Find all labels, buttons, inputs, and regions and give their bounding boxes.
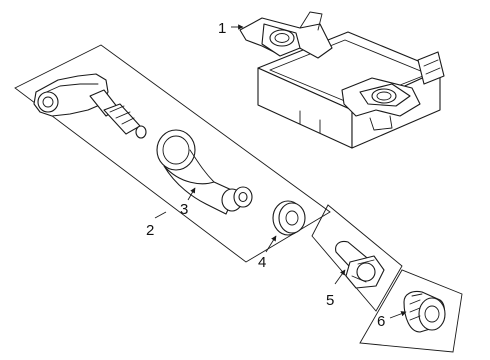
group-frame-2 (14, 44, 331, 263)
leader-4 (265, 235, 277, 253)
tpms-sensor (33, 73, 147, 139)
valve-cap-hex (335, 240, 385, 289)
leader-3 (187, 187, 196, 201)
leader-2 (154, 211, 167, 219)
callout-3: 3 (180, 201, 188, 218)
group-frame-6 (359, 269, 463, 353)
valve-stem (156, 129, 253, 215)
callout-2: 2 (146, 222, 154, 239)
leader-5 (334, 269, 346, 285)
callout-4: 4 (258, 254, 266, 271)
washer-nut (272, 200, 306, 236)
leader-6 (389, 311, 407, 319)
valve-cap-knurled (403, 290, 446, 333)
callout-5: 5 (326, 292, 334, 309)
callout-6: 6 (377, 313, 385, 330)
tpms-receiver-module (239, 11, 445, 149)
callout-1: 1 (218, 20, 226, 37)
